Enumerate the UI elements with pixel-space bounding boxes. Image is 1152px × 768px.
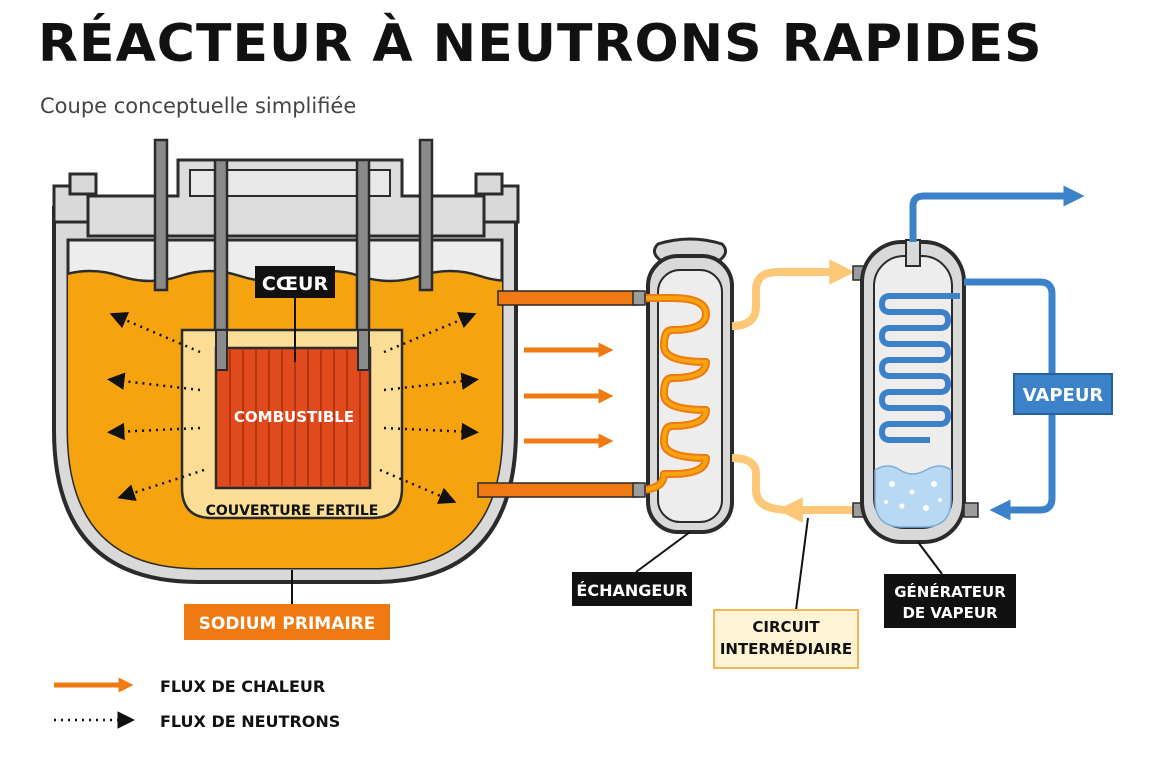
circuit-label-box <box>713 609 859 669</box>
sodium-label: SODIUM PRIMAIRE <box>199 614 376 634</box>
circuit-label-line2: INTERMÉDIAIRE <box>720 639 852 658</box>
generateur-label-line2: DE VAPEUR <box>902 604 998 622</box>
legend: FLUX DE CHALEUR FLUX DE NEUTRONS <box>54 677 340 731</box>
vapeur-label: VAPEUR <box>1023 385 1104 406</box>
generateur-label-box <box>884 574 1016 628</box>
intermediate-circuit <box>731 259 862 523</box>
combustible-label: COMBUSTIBLE <box>234 408 354 426</box>
page-title: RÉACTEUR À NEUTRONS RAPIDES <box>38 14 1043 74</box>
legend-neutron-label: FLUX DE NEUTRONS <box>160 712 340 731</box>
control-rods <box>153 138 434 352</box>
couverture-label: COUVERTURE FERTILE <box>206 503 379 519</box>
heat-arrows <box>524 342 614 449</box>
steam-generator <box>860 239 979 575</box>
echangeur-label-box <box>572 572 692 606</box>
sodium-label-box <box>184 604 390 640</box>
primary-pipes <box>477 290 639 498</box>
fuel-core <box>214 329 372 490</box>
heat-exchanger <box>632 237 734 573</box>
page-subtitle: Coupe conceptuelle simplifiée <box>40 94 357 118</box>
legend-heat-label: FLUX DE CHALEUR <box>160 677 325 696</box>
generateur-label-line1: GÉNÉRATEUR <box>894 582 1006 601</box>
coeur-label: CŒUR <box>262 273 329 295</box>
circuit-label-line1: CIRCUIT <box>752 618 820 636</box>
echangeur-label: ÉCHANGEUR <box>576 581 687 600</box>
neutron-arrows <box>107 311 479 504</box>
vapeur-label-box <box>1013 373 1113 415</box>
coeur-label-box <box>255 266 335 298</box>
